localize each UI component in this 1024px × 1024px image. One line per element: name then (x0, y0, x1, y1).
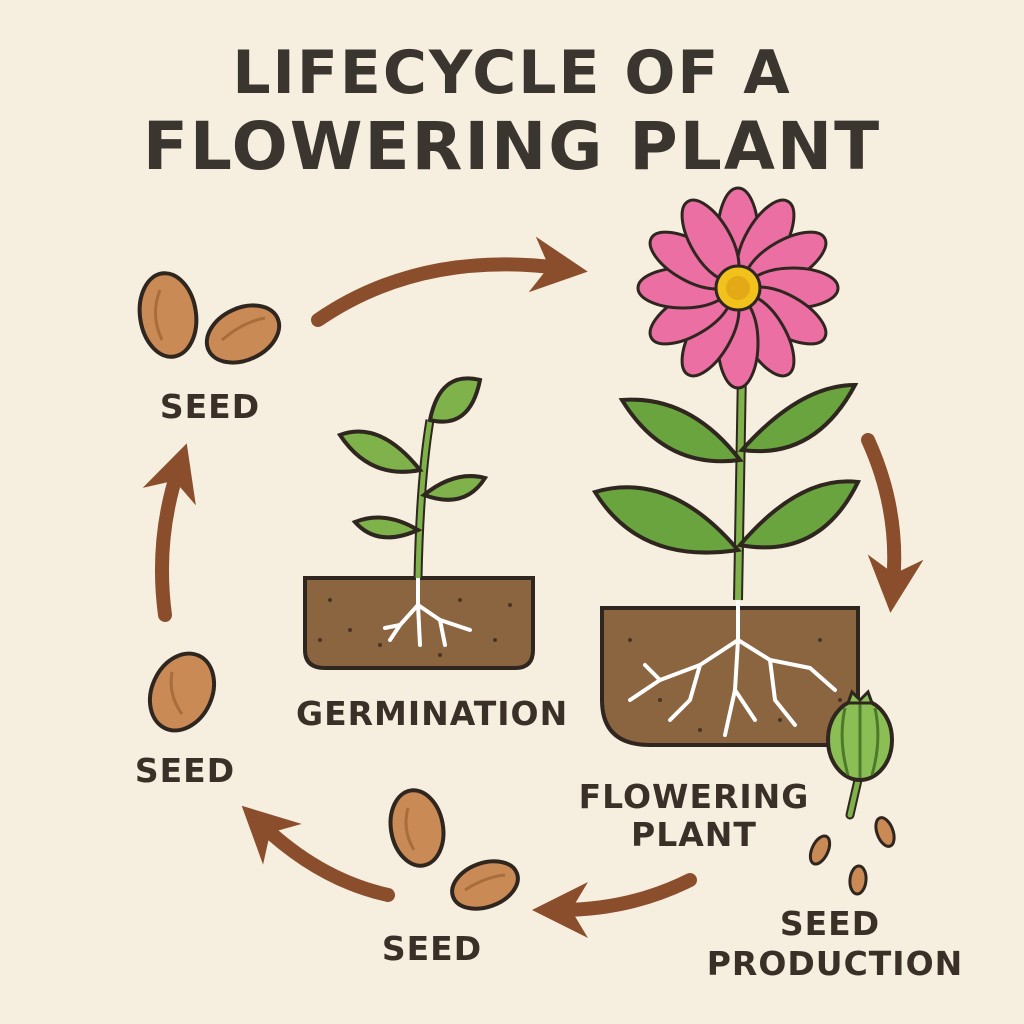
seed-pod-icon (826, 689, 894, 820)
arrow-seedpod-to-seed (532, 873, 697, 938)
label-germination: GERMINATION (296, 694, 569, 733)
label-seed-left: SEED (134, 751, 236, 790)
title-line-1: LIFECYCLE OF A (232, 38, 792, 108)
seedling-icon (336, 376, 489, 579)
flower-icon (636, 186, 840, 390)
seed-icon-top (137, 271, 282, 365)
falling-seeds-icon (808, 816, 896, 896)
arrow-seed-to-flower (311, 236, 588, 327)
germination-roots (383, 576, 472, 647)
seed-icon-bottom (388, 788, 520, 911)
label-seed-bottom: SEED (381, 929, 483, 968)
flowering-plant-icon (591, 369, 862, 601)
label-seed-production-line1: SEED (779, 904, 881, 943)
label-seed-production-line2: PRODUCTION (706, 944, 964, 983)
label-seed-top: SEED (159, 387, 261, 426)
label-flowering-line1: FLOWERING (578, 777, 810, 816)
arrow-seed-to-left-seed (241, 805, 395, 902)
flowering-roots (628, 598, 837, 737)
arrow-flower-to-seedpod (861, 433, 924, 613)
title-line-2: FLOWERING PLANT (142, 108, 882, 185)
label-flowering-line2: PLANT (631, 815, 757, 854)
arrow-left-seed-to-top-seed (142, 443, 196, 622)
seed-icon-left (147, 651, 217, 733)
